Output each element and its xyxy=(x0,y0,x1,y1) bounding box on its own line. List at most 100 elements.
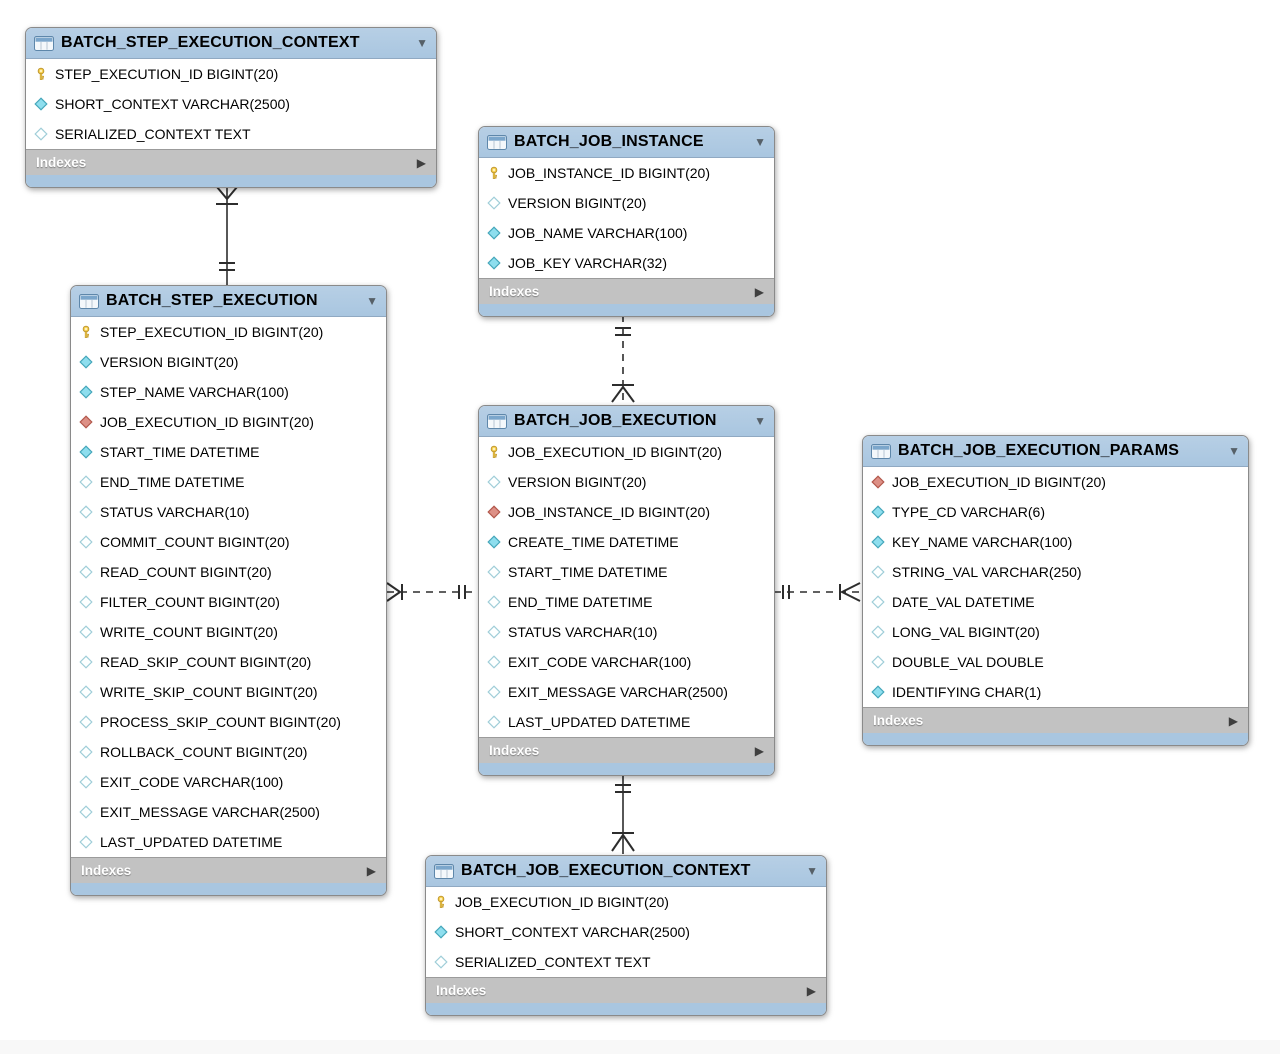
column-label: JOB_EXECUTION_ID BIGINT(20) xyxy=(508,444,722,460)
indexes-footer[interactable]: Indexes ▶ xyxy=(863,707,1248,733)
column-row[interactable]: KEY_NAME VARCHAR(100) xyxy=(863,527,1248,557)
column-row[interactable]: START_TIME DATETIME xyxy=(479,557,774,587)
column-row[interactable]: JOB_KEY VARCHAR(32) xyxy=(479,248,774,278)
expand-icon[interactable]: ▶ xyxy=(1228,713,1238,728)
column-row[interactable]: SERIALIZED_CONTEXT TEXT xyxy=(26,119,436,149)
column-row[interactable]: READ_COUNT BIGINT(20) xyxy=(71,557,386,587)
column-row[interactable]: VERSION BIGINT(20) xyxy=(71,347,386,377)
rel-job-execution-to-job-execution-context[interactable] xyxy=(611,773,635,854)
table-batch_job_execution[interactable]: BATCH_JOB_EXECUTION ▼ JOB_EXECUTION_ID B… xyxy=(478,405,775,776)
table-header[interactable]: BATCH_STEP_EXECUTION_CONTEXT ▼ xyxy=(26,28,436,59)
column-row[interactable]: LAST_UPDATED DATETIME xyxy=(479,707,774,737)
table-header[interactable]: BATCH_JOB_EXECUTION_PARAMS ▼ xyxy=(863,436,1248,467)
column-row[interactable]: STRING_VAL VARCHAR(250) xyxy=(863,557,1248,587)
column-row[interactable]: WRITE_COUNT BIGINT(20) xyxy=(71,617,386,647)
column-row[interactable]: START_TIME DATETIME xyxy=(71,437,386,467)
column-row[interactable]: DATE_VAL DATETIME xyxy=(863,587,1248,617)
table-batch_step_execution_context[interactable]: BATCH_STEP_EXECUTION_CONTEXT ▼ STEP_EXEC… xyxy=(25,27,437,188)
column-row[interactable]: STEP_EXECUTION_ID BIGINT(20) xyxy=(71,317,386,347)
column-nullable-icon xyxy=(79,565,93,579)
collapse-icon[interactable]: ▼ xyxy=(366,294,378,308)
column-row[interactable]: IDENTIFYING CHAR(1) xyxy=(863,677,1248,707)
column-row[interactable]: ROLLBACK_COUNT BIGINT(20) xyxy=(71,737,386,767)
table-batch_job_execution_context[interactable]: BATCH_JOB_EXECUTION_CONTEXT ▼ JOB_EXECUT… xyxy=(425,855,827,1016)
column-row[interactable]: EXIT_MESSAGE VARCHAR(2500) xyxy=(71,797,386,827)
collapse-icon[interactable]: ▼ xyxy=(754,135,766,149)
column-row[interactable]: COMMIT_COUNT BIGINT(20) xyxy=(71,527,386,557)
table-columns: JOB_EXECUTION_ID BIGINT(20) SHORT_CONTEX… xyxy=(426,887,826,977)
column-row[interactable]: EXIT_CODE VARCHAR(100) xyxy=(479,647,774,677)
column-label: VERSION BIGINT(20) xyxy=(100,354,239,370)
collapse-icon[interactable]: ▼ xyxy=(416,36,428,50)
column-row[interactable]: LAST_UPDATED DATETIME xyxy=(71,827,386,857)
column-row[interactable]: STATUS VARCHAR(10) xyxy=(71,497,386,527)
expand-icon[interactable]: ▶ xyxy=(416,155,426,170)
column-row[interactable]: VERSION BIGINT(20) xyxy=(479,188,774,218)
table-footer-strip xyxy=(426,1003,826,1015)
column-row[interactable]: DOUBLE_VAL DOUBLE xyxy=(863,647,1248,677)
column-row[interactable]: END_TIME DATETIME xyxy=(479,587,774,617)
indexes-footer[interactable]: Indexes ▶ xyxy=(26,149,436,175)
rel-job-instance-to-job-execution[interactable] xyxy=(611,315,635,403)
collapse-icon[interactable]: ▼ xyxy=(1228,444,1240,458)
column-row[interactable]: SHORT_CONTEXT VARCHAR(2500) xyxy=(26,89,436,119)
rel-step-execution-context-to-step-execution[interactable] xyxy=(216,186,238,286)
column-row[interactable]: FILTER_COUNT BIGINT(20) xyxy=(71,587,386,617)
indexes-footer[interactable]: Indexes ▶ xyxy=(426,977,826,1003)
table-header[interactable]: BATCH_STEP_EXECUTION ▼ xyxy=(71,286,386,317)
column-row[interactable]: JOB_EXECUTION_ID BIGINT(20) xyxy=(479,437,774,467)
column-label: STEP_NAME VARCHAR(100) xyxy=(100,384,289,400)
rel-step-execution-to-job-execution[interactable] xyxy=(386,582,477,602)
expand-icon[interactable]: ▶ xyxy=(366,863,376,878)
table-header[interactable]: BATCH_JOB_INSTANCE ▼ xyxy=(479,127,774,158)
column-label: IDENTIFYING CHAR(1) xyxy=(892,684,1042,700)
column-row[interactable]: STEP_NAME VARCHAR(100) xyxy=(71,377,386,407)
expand-icon[interactable]: ▶ xyxy=(754,743,764,758)
column-row[interactable]: JOB_INSTANCE_ID BIGINT(20) xyxy=(479,158,774,188)
column-row[interactable]: SERIALIZED_CONTEXT TEXT xyxy=(426,947,826,977)
column-row[interactable]: JOB_EXECUTION_ID BIGINT(20) xyxy=(71,407,386,437)
column-row[interactable]: STEP_EXECUTION_ID BIGINT(20) xyxy=(26,59,436,89)
indexes-footer[interactable]: Indexes ▶ xyxy=(479,278,774,304)
column-required-icon xyxy=(434,925,448,939)
column-row[interactable]: LONG_VAL BIGINT(20) xyxy=(863,617,1248,647)
expand-icon[interactable]: ▶ xyxy=(806,983,816,998)
expand-icon[interactable]: ▶ xyxy=(754,284,764,299)
table-header[interactable]: BATCH_JOB_EXECUTION_CONTEXT ▼ xyxy=(426,856,826,887)
indexes-footer[interactable]: Indexes ▶ xyxy=(479,737,774,763)
collapse-icon[interactable]: ▼ xyxy=(806,864,818,878)
rel-job-execution-to-job-execution-params[interactable] xyxy=(774,582,861,602)
column-row[interactable]: STATUS VARCHAR(10) xyxy=(479,617,774,647)
column-row[interactable]: JOB_NAME VARCHAR(100) xyxy=(479,218,774,248)
table-batch_job_execution_params[interactable]: BATCH_JOB_EXECUTION_PARAMS ▼ JOB_EXECUTI… xyxy=(862,435,1249,746)
table-batch_job_instance[interactable]: BATCH_JOB_INSTANCE ▼ JOB_INSTANCE_ID BIG… xyxy=(478,126,775,317)
table-icon xyxy=(434,863,454,879)
column-nullable-icon xyxy=(487,715,501,729)
column-nullable-icon xyxy=(79,595,93,609)
column-row[interactable]: READ_SKIP_COUNT BIGINT(20) xyxy=(71,647,386,677)
column-row[interactable]: EXIT_MESSAGE VARCHAR(2500) xyxy=(479,677,774,707)
table-header[interactable]: BATCH_JOB_EXECUTION ▼ xyxy=(479,406,774,437)
column-row[interactable]: PROCESS_SKIP_COUNT BIGINT(20) xyxy=(71,707,386,737)
table-batch_step_execution[interactable]: BATCH_STEP_EXECUTION ▼ STEP_EXECUTION_ID… xyxy=(70,285,387,896)
collapse-icon[interactable]: ▼ xyxy=(754,414,766,428)
column-row[interactable]: JOB_EXECUTION_ID BIGINT(20) xyxy=(426,887,826,917)
column-nullable-icon xyxy=(79,475,93,489)
foreign-key-icon xyxy=(487,505,501,519)
column-row[interactable]: VERSION BIGINT(20) xyxy=(479,467,774,497)
column-label: SERIALIZED_CONTEXT TEXT xyxy=(455,954,651,970)
column-row[interactable]: WRITE_SKIP_COUNT BIGINT(20) xyxy=(71,677,386,707)
column-row[interactable]: END_TIME DATETIME xyxy=(71,467,386,497)
column-row[interactable]: JOB_EXECUTION_ID BIGINT(20) xyxy=(863,467,1248,497)
column-row[interactable]: CREATE_TIME DATETIME xyxy=(479,527,774,557)
column-label: EXIT_MESSAGE VARCHAR(2500) xyxy=(508,684,728,700)
indexes-footer[interactable]: Indexes ▶ xyxy=(71,857,386,883)
column-row[interactable]: TYPE_CD VARCHAR(6) xyxy=(863,497,1248,527)
column-row[interactable]: SHORT_CONTEXT VARCHAR(2500) xyxy=(426,917,826,947)
table-footer-strip xyxy=(479,304,774,316)
column-row[interactable]: EXIT_CODE VARCHAR(100) xyxy=(71,767,386,797)
column-row[interactable]: JOB_INSTANCE_ID BIGINT(20) xyxy=(479,497,774,527)
column-required-icon xyxy=(34,97,48,111)
